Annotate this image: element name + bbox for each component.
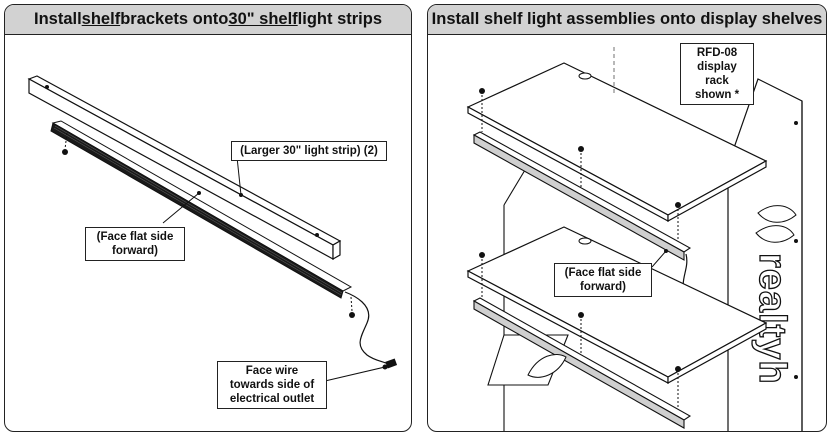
leader-dot <box>382 364 388 370</box>
leaf-decoration-icon <box>527 353 567 378</box>
title-part-1: Install <box>33 10 82 28</box>
face-wire-line-3: electrical outlet <box>229 393 315 405</box>
display-rack-illustration: realtyh <box>466 47 803 431</box>
face-flat-line-2: forward) <box>580 281 626 293</box>
title-part-3: brackets onto <box>120 10 229 28</box>
upper-light-assembly <box>472 131 692 261</box>
bracket-hole-icon <box>45 85 49 89</box>
rack-hole-icon <box>794 375 798 379</box>
leaf-logo-icon <box>755 205 797 243</box>
leader-line <box>236 156 242 196</box>
title-part-4: 30" shelf <box>228 10 298 28</box>
face-flat-callout: (Face flat side forward) <box>85 227 185 261</box>
shelf-hole-icon <box>578 72 592 80</box>
screw-icon <box>349 296 355 318</box>
brand-text: realtyh <box>751 253 793 385</box>
shelf-hole-icon <box>578 237 592 245</box>
rack-hole-icon <box>794 121 798 125</box>
face-wire-line-2: towards side of <box>229 379 315 391</box>
screw-icon <box>578 312 584 353</box>
face-flat-line-1: (Face flat side <box>96 231 174 243</box>
leader-line <box>324 366 386 382</box>
wire-plug-icon <box>385 358 398 369</box>
screw-icon <box>479 252 485 297</box>
rack-model-callout: RFD-08 display rack shown * <box>680 43 754 105</box>
shelf-bracket <box>27 75 342 261</box>
right-panel-title: Install shelf light assemblies onto disp… <box>428 5 826 35</box>
rack-model-line-1: RFD-08 <box>696 47 738 59</box>
face-wire-callout: Face wire towards side of electrical out… <box>217 361 327 409</box>
screw-icon <box>62 132 68 155</box>
left-panel-title: Install shelf brackets onto 30" shelf li… <box>5 5 411 35</box>
screw-icon <box>578 146 584 187</box>
leader-dot <box>664 249 668 253</box>
rack-model-line-2: display rack <box>697 61 737 87</box>
leader-line <box>162 192 200 224</box>
right-instruction-panel: Install shelf light assemblies onto disp… <box>427 4 827 432</box>
rack-hole-icon <box>794 239 798 243</box>
face-flat-callout: (Face flat side forward) <box>554 263 652 297</box>
title-part-5: light strips <box>297 10 383 28</box>
bracket-hole-icon <box>315 233 319 237</box>
bracket-assembly-illustration <box>27 75 398 382</box>
power-wire <box>344 291 391 366</box>
face-wire-line-1: Face wire <box>245 365 299 377</box>
leader-line <box>651 250 667 268</box>
rack-model-line-3: shown * <box>694 89 740 101</box>
leader-dot <box>197 191 201 195</box>
title-part-2: shelf <box>81 10 121 28</box>
light-strip <box>50 120 353 299</box>
face-flat-line-1: (Face flat side <box>564 267 642 279</box>
screw-icon <box>675 202 681 241</box>
light-strip-callout: (Larger 30" light strip) (2) <box>231 141 387 161</box>
lower-light-assembly <box>472 297 692 429</box>
screw-icon <box>479 88 485 132</box>
face-flat-line-2: forward) <box>112 245 158 257</box>
light-strip-label: (Larger 30" light strip) (2) <box>240 145 378 157</box>
upper-shelf <box>466 62 768 223</box>
left-instruction-panel: Install shelf brackets onto 30" shelf li… <box>4 4 412 432</box>
screw-icon <box>675 366 681 407</box>
lower-shelf <box>466 226 768 385</box>
